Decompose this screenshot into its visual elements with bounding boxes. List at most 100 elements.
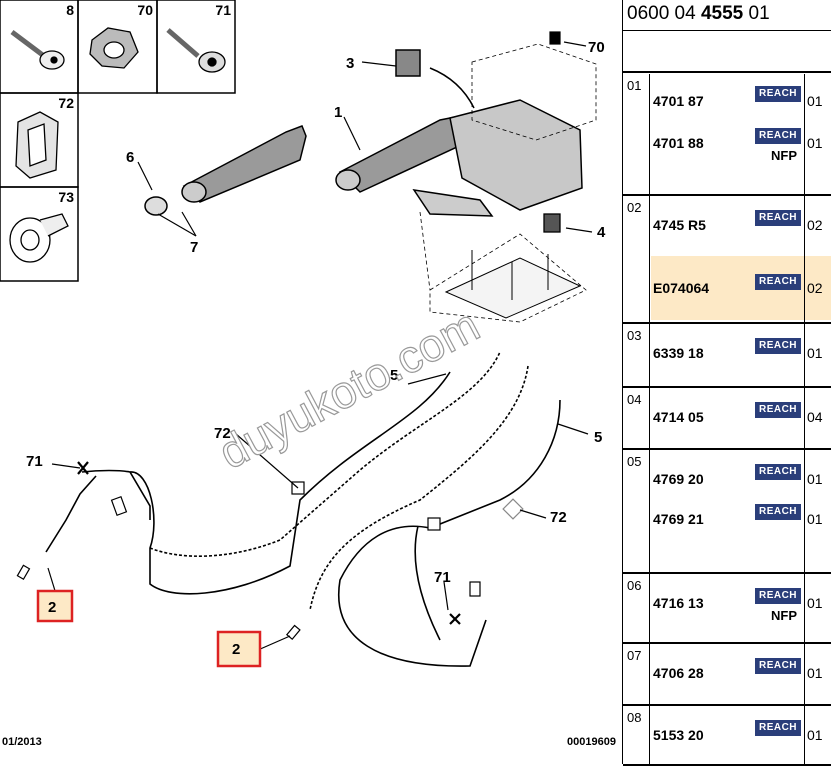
spacer-4-drawing <box>543 213 561 233</box>
part-number: 4769 20 <box>653 471 704 487</box>
part-row[interactable]: 6339 18 REACH 01 <box>651 336 831 374</box>
callout-72-left: 72 <box>214 425 231 442</box>
availability-note: NFP <box>771 148 797 163</box>
part-row[interactable]: 4745 R5 REACH 02 <box>651 208 831 246</box>
quantity: 01 <box>807 595 823 611</box>
cut-marks <box>77 461 461 625</box>
callout-71-right: 71 <box>434 569 451 586</box>
inset-label-8: 8 <box>66 2 74 18</box>
callout-5-left: 5 <box>390 367 398 384</box>
watermark: duyukoto.com <box>210 298 487 478</box>
callout-6: 6 <box>126 149 134 166</box>
part-row[interactable]: 4706 28 REACH 01 <box>651 656 831 694</box>
part-number: 4701 88 <box>653 135 704 151</box>
handle-grip-drawing <box>144 125 307 216</box>
rivet-73-drawing <box>9 213 69 263</box>
dashed-outlines <box>419 43 597 323</box>
ref-prefix: 0600 04 <box>627 3 701 24</box>
callout-3: 3 <box>346 55 354 72</box>
header-spacer <box>623 31 831 73</box>
group-number: 07 <box>623 644 650 704</box>
quantity: 04 <box>807 409 823 425</box>
reach-badge: REACH <box>755 210 801 226</box>
qty-column-divider <box>804 196 831 322</box>
callout-70: 70 <box>588 39 605 56</box>
reach-badge: REACH <box>755 464 801 480</box>
reach-badge: REACH <box>755 128 801 144</box>
footer-code: 00019609 <box>567 736 616 748</box>
highlight-boxes <box>36 589 262 668</box>
quantity: 01 <box>807 665 823 681</box>
reach-badge: REACH <box>755 338 801 354</box>
part-number: 6339 18 <box>653 345 704 361</box>
quantity: 02 <box>807 280 823 296</box>
group-number: 06 <box>623 574 650 642</box>
quantity: 01 <box>807 93 823 109</box>
group-number: 04 <box>623 388 650 448</box>
group-number: 01 <box>623 74 650 194</box>
qty-column-divider <box>804 450 831 572</box>
ref-bold: 4555 <box>700 3 744 24</box>
callout-4: 4 <box>597 224 606 241</box>
part-row[interactable]: 5153 20 REACH 01 <box>651 718 831 756</box>
ref-suffix: 01 <box>743 3 770 24</box>
screw-8-drawing <box>10 30 65 70</box>
quantity: 02 <box>807 217 823 233</box>
part-number: 5153 20 <box>653 727 704 743</box>
screw-71-drawing <box>166 28 226 73</box>
callout-72-right: 72 <box>550 509 567 526</box>
reach-badge: REACH <box>755 402 801 418</box>
callout-2-left: 2 <box>48 599 56 616</box>
inset-grid <box>0 0 236 282</box>
part-number: 4714 05 <box>653 409 704 425</box>
cable-5-right <box>309 365 561 667</box>
part-row[interactable]: 4701 87 REACH 01 <box>651 84 831 122</box>
part-row[interactable]: 4714 05 REACH 04 <box>651 400 831 438</box>
reach-badge: REACH <box>755 720 801 736</box>
quantity: 01 <box>807 135 823 151</box>
callout-71-left: 71 <box>26 453 43 470</box>
part-number: E074064 <box>653 280 710 296</box>
mount-plate-drawing <box>444 250 582 319</box>
qty-column-divider <box>804 74 831 194</box>
callout-1: 1 <box>334 104 342 121</box>
group-number: 02 <box>623 196 650 322</box>
part-number: 4706 28 <box>653 665 704 681</box>
availability-note: NFP <box>771 608 797 623</box>
group-number: 05 <box>623 450 650 572</box>
exploded-parts-diagram: 8 70 71 72 73 <box>0 0 616 748</box>
nut-70-drawing <box>89 27 139 69</box>
inset-label-70: 70 <box>137 2 153 18</box>
qty-column-divider <box>804 574 831 642</box>
group-number: 08 <box>623 706 650 764</box>
inset-label-72: 72 <box>58 95 74 111</box>
quantity: 01 <box>807 727 823 743</box>
part-number: 4701 87 <box>653 93 704 109</box>
inset-label-73: 73 <box>58 189 74 205</box>
group-number: 03 <box>623 324 650 386</box>
reference-number: 0600 04 4555 01 <box>623 0 831 31</box>
qty-column-divider <box>804 388 831 448</box>
quantity: 01 <box>807 345 823 361</box>
quantity: 01 <box>807 511 823 527</box>
inset-label-71: 71 <box>215 2 231 18</box>
reach-badge: REACH <box>755 86 801 102</box>
callout-7: 7 <box>190 239 198 256</box>
part-number: 4745 R5 <box>653 217 706 233</box>
reach-badge: REACH <box>755 658 801 674</box>
cable-ends <box>16 31 561 641</box>
lever-assembly-drawing <box>335 49 583 217</box>
